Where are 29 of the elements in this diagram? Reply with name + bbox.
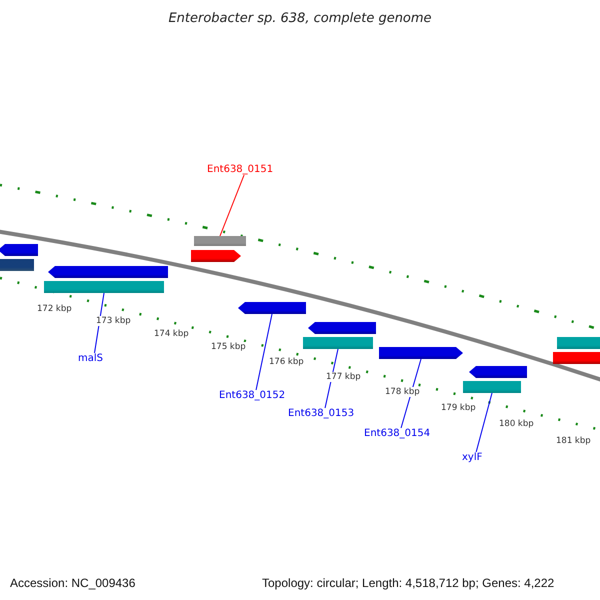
scale-tick-label: 177 kbp (326, 372, 361, 382)
gene-name-label: Ent638_0152 (219, 390, 286, 401)
leader-line (220, 174, 245, 236)
scale-tick-label: 174 kbp (154, 329, 189, 339)
scale-tick-label: 179 kbp (441, 403, 476, 413)
scale-tick-label: 180 kbp (499, 419, 534, 429)
scale-tick-label: 181 kbp (556, 436, 591, 446)
scale-tick-label: 178 kbp (385, 387, 420, 397)
scale-tick-label: 173 kbp (96, 316, 131, 326)
scale-tick-label: 172 kbp (37, 304, 72, 314)
diagram-title: Enterobacter sp. 638, complete genome (167, 11, 433, 26)
genome-backbone (0, 229, 600, 383)
gene-name-label: Ent638_0151 (207, 164, 274, 175)
gene-name-label: xylF (462, 452, 482, 463)
leader-line (400, 358, 422, 428)
footer-note: Topology: circular; Length: 4,518,712 bp; Genes: 4,222 (262, 576, 554, 590)
footer-note: Accession: NC_009436 (10, 576, 136, 590)
gene-name-label: Ent638_0154 (364, 428, 430, 439)
gene-feature (0, 244, 38, 256)
leader-line (256, 314, 272, 390)
gene-feature (0, 259, 34, 271)
leader-line (324, 348, 338, 408)
scale-tick-label: 175 kbp (211, 342, 246, 352)
scale-tick-label: 176 kbp (269, 357, 304, 367)
leader-line (476, 392, 492, 452)
gene-feature (463, 381, 521, 393)
gene-name-label: malS (78, 353, 103, 364)
gene-feature (557, 337, 600, 349)
gene-name-label: Ent638_0153 (288, 408, 354, 419)
